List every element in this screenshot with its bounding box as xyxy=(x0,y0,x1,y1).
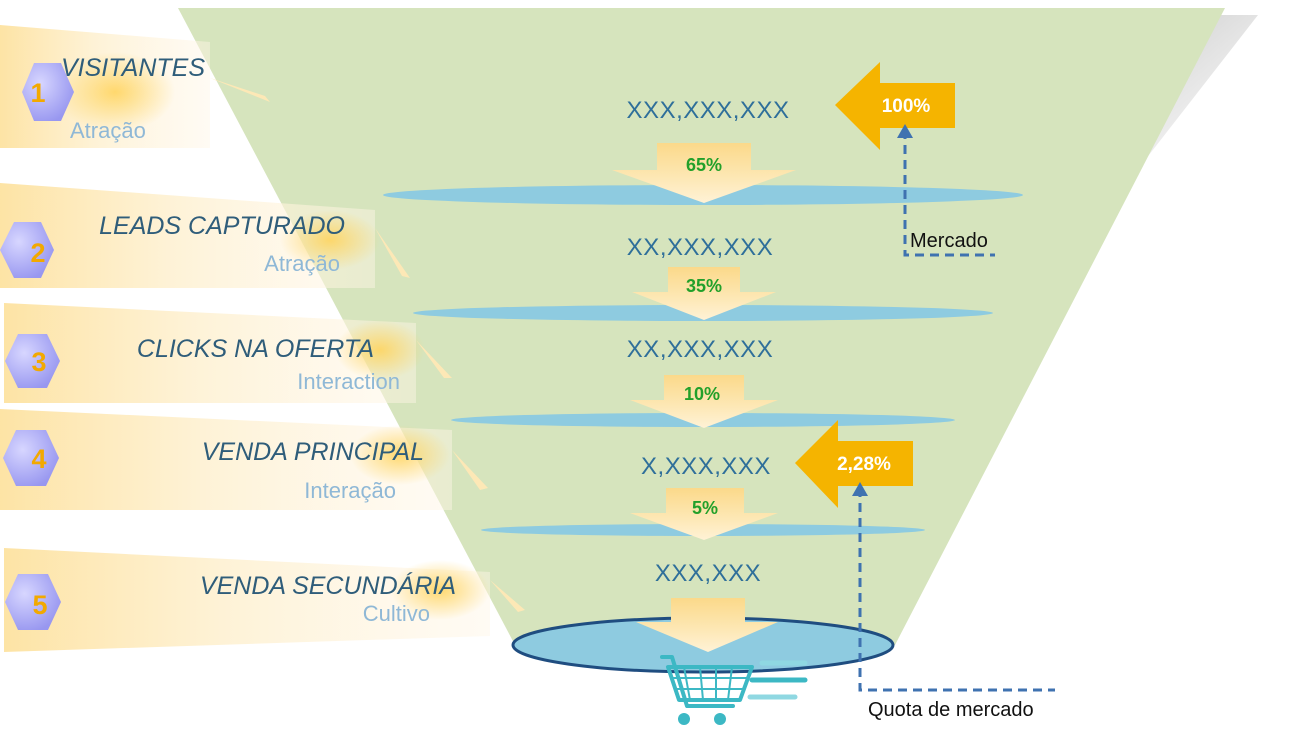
conversion-rate: 10% xyxy=(684,384,720,404)
up-arrow-icon xyxy=(852,482,868,496)
stage-card-4: 4 VENDA PRINCIPAL Interação xyxy=(0,409,488,510)
left-arrow-icon xyxy=(795,420,913,508)
stage-title: VISITANTES xyxy=(61,54,205,82)
stage-subtitle: Cultivo xyxy=(363,601,430,626)
left-arrow-icon xyxy=(835,62,955,150)
market-share-label: Quota de mercado xyxy=(868,699,1034,721)
stage-number-badge xyxy=(5,574,61,630)
market-share-value: 100% xyxy=(882,96,931,117)
conversion-arrow-5 xyxy=(636,598,778,652)
market-share-dashed-connector xyxy=(858,488,1055,692)
conversion-arrow-4: 5% xyxy=(630,488,778,540)
stage-count: XX,XXX,XXX xyxy=(627,336,773,363)
stage-card-5: 5 VENDA SECUNDÁRIA Cultivo xyxy=(4,548,525,652)
market-dashed-connector xyxy=(903,130,995,257)
stage-number: 1 xyxy=(30,78,45,108)
conversion-arrow-1: 65% xyxy=(612,143,796,203)
stage-title: LEADS CAPTURADO xyxy=(99,212,345,240)
market-label: Mercado xyxy=(910,230,988,252)
market-share-value: 2,28% xyxy=(837,454,891,475)
stage-number-badge xyxy=(22,63,74,121)
stage-number-badge xyxy=(3,430,59,486)
stage-title: VENDA SECUNDÁRIA xyxy=(200,571,456,600)
stage-number-badge xyxy=(0,222,54,278)
stage-number-badge xyxy=(5,334,60,388)
stage-title: CLICKS NA OFERTA xyxy=(137,335,374,363)
stage-card-1: 1 VISITANTES Atração xyxy=(0,25,270,148)
stage-subtitle: Interação xyxy=(304,478,396,503)
market-share-callout: 2,28% Quota de mercado xyxy=(795,420,1055,721)
conversion-arrow-3: 10% xyxy=(630,375,778,428)
stage-count: XX,XXX,XXX xyxy=(627,234,773,261)
stage-number: 2 xyxy=(30,238,45,268)
market-callout: 100% Mercado xyxy=(835,62,995,257)
conversion-rate: 5% xyxy=(692,498,718,518)
stage-subtitle: Atração xyxy=(264,251,340,276)
stage-number: 3 xyxy=(31,347,46,377)
stage-title: VENDA PRINCIPAL xyxy=(202,438,424,466)
stage-count: X,XXX,XXX xyxy=(641,453,771,480)
stage-count: XXX,XXX xyxy=(655,560,761,587)
stage-number: 4 xyxy=(31,444,46,474)
shopping-cart-icon xyxy=(660,655,808,725)
stage-subtitle: Interaction xyxy=(297,369,400,394)
stage-number: 5 xyxy=(32,590,47,620)
stage-card-3: 3 CLICKS NA OFERTA Interaction xyxy=(4,303,452,403)
up-arrow-icon xyxy=(897,124,913,138)
conversion-rate: 65% xyxy=(686,155,722,175)
conversion-rate: 35% xyxy=(686,276,722,296)
stage-count: XXX,XXX,XXX xyxy=(627,97,790,124)
conversion-arrow-2: 35% xyxy=(632,267,776,320)
stage-card-2: 2 LEADS CAPTURADO Atração xyxy=(0,183,410,288)
stage-subtitle: Atração xyxy=(70,118,146,143)
